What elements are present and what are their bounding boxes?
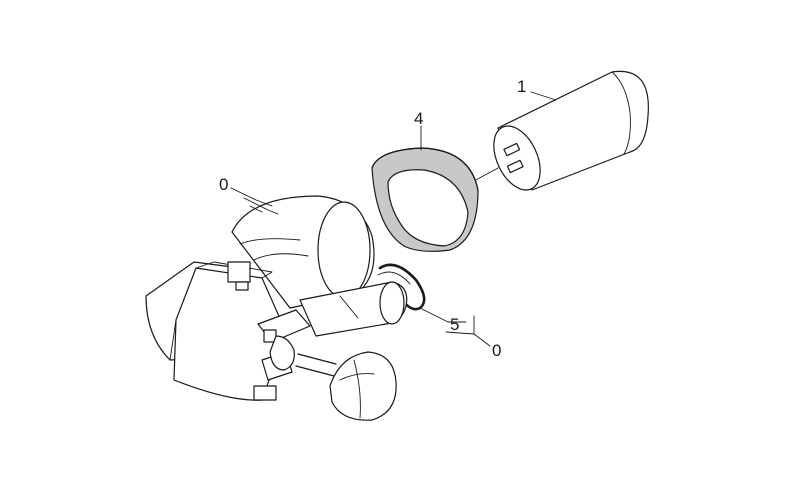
callout-4: 4 <box>414 109 423 128</box>
part-motor <box>145 195 408 421</box>
part-clamp-ring <box>371 147 479 252</box>
leader-lines <box>230 91 557 347</box>
callout-1: 1 <box>517 77 526 96</box>
callout-0-bottom: 0 <box>492 341 501 360</box>
callout-0-top: 0 <box>219 175 228 194</box>
callout-labels: 1 4 0 5 0 <box>219 77 526 360</box>
part-wire-clip <box>377 263 426 311</box>
callout-5: 5 <box>450 315 459 334</box>
part-capacitor <box>473 70 649 191</box>
